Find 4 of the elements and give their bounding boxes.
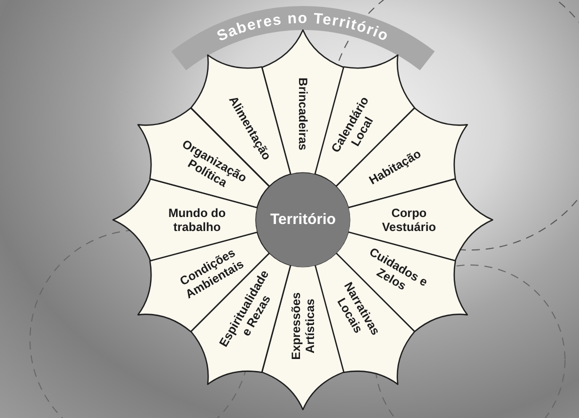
segment-label: Brincadeiras <box>296 78 310 150</box>
segment-label: Mundo do trabalho <box>167 206 227 234</box>
segment-label: Expressões Artísticas <box>288 291 317 362</box>
segment-label: Corpo Vestuário <box>380 206 437 234</box>
